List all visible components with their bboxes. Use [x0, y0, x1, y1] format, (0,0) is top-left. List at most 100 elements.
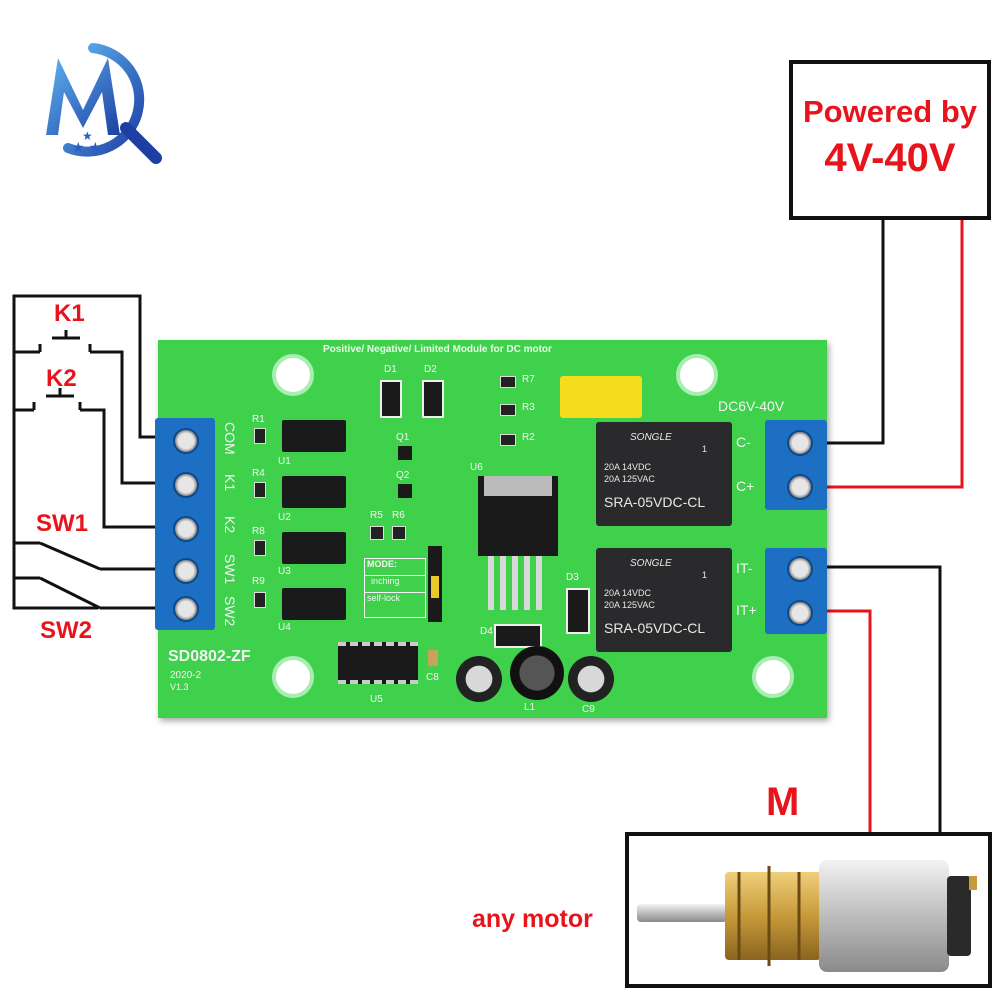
resistor [500, 376, 516, 388]
regulator-pins [488, 556, 548, 610]
terminal-label-c-plus: C+ [736, 478, 755, 494]
cap-label: C8 [426, 672, 439, 683]
diode [566, 588, 590, 634]
relay-spec-1: 20A 14VDC [604, 588, 652, 598]
ic-chip-u5 [338, 642, 418, 684]
power-box: Powered by 4V-40V [789, 60, 991, 220]
electrolytic-capacitor [568, 656, 614, 702]
terminal-label-com: COM [222, 422, 238, 455]
diode [494, 624, 542, 648]
mounting-hole [272, 656, 314, 698]
terminal-screw[interactable] [787, 430, 813, 456]
wire-motor-negative [808, 565, 942, 832]
motor-symbol: M [766, 780, 800, 824]
resistor [254, 592, 266, 608]
mounting-hole [272, 354, 314, 396]
relay-brand: SONGLE [630, 432, 672, 443]
terminal-screw[interactable] [173, 472, 199, 498]
resistor-label: R8 [252, 526, 265, 537]
wire-power-positive [808, 220, 964, 489]
k1-pushbutton-symbol [38, 330, 92, 354]
resistor [254, 482, 266, 498]
sw1-switch-symbol [39, 541, 101, 571]
capacitor-c8 [428, 650, 438, 666]
svg-text:★: ★ [82, 129, 93, 143]
board-model: SD0802-ZF [168, 648, 251, 665]
relay-spec-2: 20A 125VAC [604, 474, 655, 484]
relay-spec-1: 20A 14VDC [604, 462, 652, 472]
diode-label: D3 [566, 572, 579, 583]
optocoupler-chip [282, 532, 346, 564]
k1-label: K1 [54, 300, 85, 327]
diode-label: D2 [424, 364, 437, 375]
terminal-label-c-minus: C- [736, 434, 751, 450]
regulator-u6 [478, 476, 558, 556]
mode-title: MODE: [367, 559, 397, 569]
transistor [398, 446, 412, 460]
wire-power-negative [808, 220, 885, 445]
resistor-label: R6 [392, 510, 405, 521]
resistor-label: R9 [252, 576, 265, 587]
logo-mark: ★ ★ ★ [46, 43, 162, 164]
resistor-label: R2 [522, 432, 535, 443]
inductor [510, 646, 564, 700]
terminal-screw[interactable] [173, 428, 199, 454]
motor-caption: any motor [472, 905, 593, 933]
mounting-hole [752, 656, 794, 698]
opto-label: U4 [278, 622, 291, 633]
transistor-label: Q1 [396, 432, 410, 443]
board-title: Positive/ Negative/ Limited Module for D… [323, 344, 552, 355]
wire-k2 [80, 408, 185, 529]
resistor [392, 526, 406, 540]
mode-jumper[interactable] [428, 546, 442, 622]
terminal-label-out-plus: IT+ [736, 602, 757, 618]
terminal-screw[interactable] [173, 558, 199, 584]
electrolytic-capacitor [456, 656, 502, 702]
regulator-label: U6 [470, 462, 483, 473]
sw2-label: SW2 [40, 617, 93, 644]
terminal-label-sw1: SW1 [222, 554, 238, 585]
mode-selflock: self-lock [365, 592, 425, 603]
motor-illustration [637, 860, 977, 972]
diode-label: D4 [480, 626, 493, 637]
optocoupler-chip [282, 588, 346, 620]
diode-label: D1 [384, 364, 397, 375]
sw2-switch-symbol [39, 576, 101, 610]
transistor-label: Q2 [396, 470, 410, 481]
svg-text:★ ★: ★ ★ [72, 140, 102, 156]
k2-label: K2 [46, 365, 77, 392]
transistor [398, 484, 412, 498]
yellow-capacitor [560, 376, 642, 418]
terminal-screw[interactable] [173, 596, 199, 622]
diode [422, 380, 444, 418]
resistor-label: R7 [522, 374, 535, 385]
relay-model: SRA-05VDC-CL [604, 494, 706, 510]
terminal-label-sw2: SW2 [222, 596, 238, 627]
terminal-screw[interactable] [173, 516, 199, 542]
relay-mark: 1 [702, 444, 708, 454]
relay-spec-2: 20A 125VAC [604, 600, 655, 610]
power-voltage: 4V-40V [824, 136, 956, 180]
inductor-label: L1 [524, 702, 536, 713]
motor-box [625, 832, 992, 988]
relay-brand: SONGLE [630, 558, 672, 569]
mounting-hole [676, 354, 718, 396]
diode [380, 380, 402, 418]
motor-terminal-block [765, 548, 827, 634]
terminal-screw[interactable] [787, 600, 813, 626]
mode-inching: inching [365, 575, 425, 586]
opto-label: U3 [278, 566, 291, 577]
relay-2: SONGLE 1 20A 14VDC 20A 125VAC SRA-05VDC-… [596, 548, 732, 652]
resistor [500, 434, 516, 446]
terminal-label-out-minus: IT- [736, 560, 753, 576]
resistor [370, 526, 384, 540]
opto-label: U2 [278, 512, 291, 523]
k2-pushbutton-symbol [32, 388, 82, 410]
resistor [254, 540, 266, 556]
terminal-label-k2: K2 [222, 516, 238, 534]
optocoupler-chip [282, 420, 346, 452]
terminal-screw[interactable] [787, 474, 813, 500]
terminal-screw[interactable] [787, 556, 813, 582]
cap-label: C9 [582, 704, 595, 715]
